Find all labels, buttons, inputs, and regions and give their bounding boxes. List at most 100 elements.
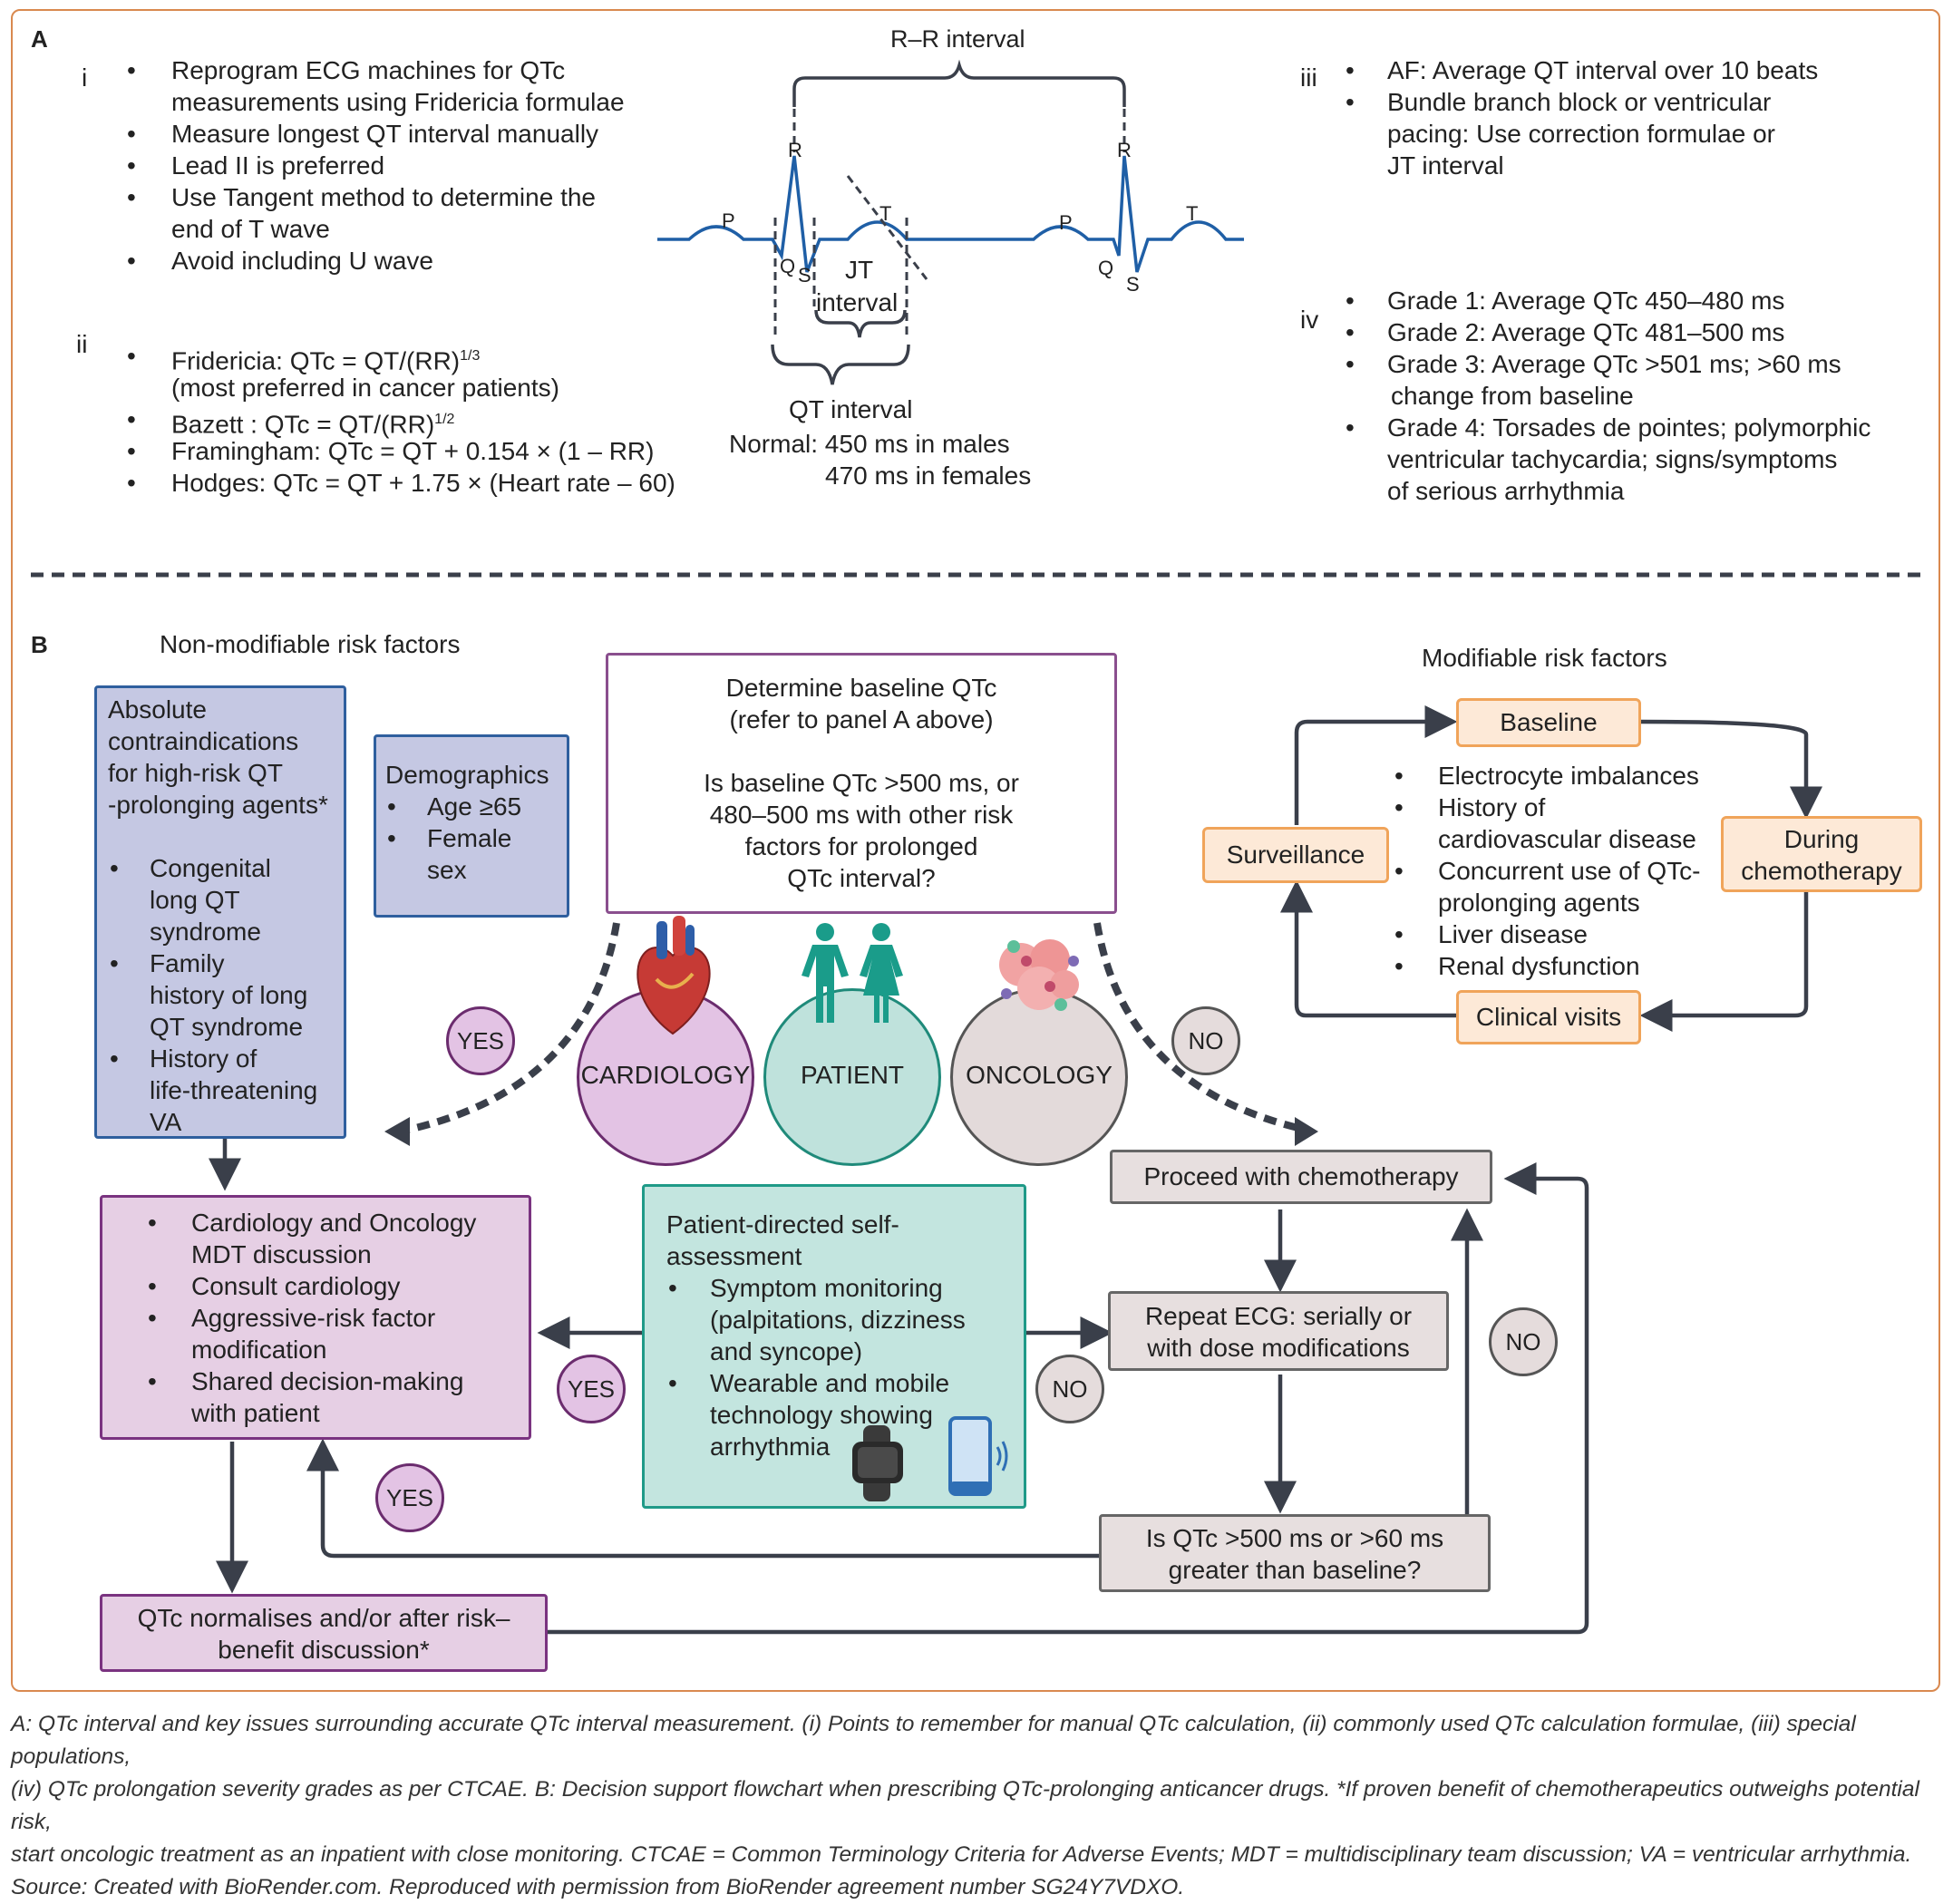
patient-circle: PATIENT bbox=[763, 988, 941, 1166]
section-ii-numeral: ii bbox=[76, 330, 88, 358]
risk-bullet: • bbox=[1394, 920, 1404, 948]
oncology-circle: ONCOLOGY bbox=[950, 988, 1128, 1166]
risk-item: History of bbox=[1438, 793, 1546, 821]
section-ii-bullet: • bbox=[127, 437, 136, 465]
risk-bullet: • bbox=[1394, 952, 1404, 980]
grade-3: Grade 3: Average QTc >501 ms; >60 ms bbox=[1387, 350, 1841, 378]
cycle-during-chemotherapy: During chemotherapy bbox=[1721, 816, 1922, 892]
grade-1: Grade 1: Average QTc 450–480 ms bbox=[1387, 287, 1785, 315]
grade-4: Grade 4: Torsades de pointes; polymorphi… bbox=[1387, 413, 1871, 442]
contraindication-item: • Congenital long QT syndrome bbox=[110, 854, 271, 946]
risk-item: Concurrent use of QTc- bbox=[1438, 857, 1701, 885]
grade-4: of serious arrhythmia bbox=[1387, 477, 1625, 505]
repeat-ecg-box: Repeat ECG: serially or with dose modifi… bbox=[1108, 1291, 1449, 1371]
section-i-item: Avoid including U wave bbox=[171, 247, 433, 275]
fridericia-formula: Fridericia: QTc = QT/(RR)1/3 bbox=[171, 346, 481, 375]
hodges-formula: Hodges: QTc = QT + 1.75 × (Heart rate – … bbox=[171, 469, 675, 497]
bazett-formula: Bazett : QTc = QT/(RR)1/2 bbox=[171, 410, 455, 439]
yes-badge: YES bbox=[557, 1355, 626, 1423]
section-iv-numeral: iv bbox=[1300, 306, 1319, 334]
qt-bracket bbox=[771, 344, 910, 385]
qt-normal-females: 470 ms in females bbox=[825, 461, 1032, 490]
ecg-label-t2: T bbox=[1186, 202, 1199, 225]
rr-bracket bbox=[792, 59, 1126, 107]
qt-interval-label: QT interval bbox=[789, 395, 913, 423]
section-iii-item: AF: Average QT interval over 10 beats bbox=[1387, 56, 1819, 84]
cancer-cells-icon bbox=[999, 939, 1079, 1011]
risk-item: Liver disease bbox=[1438, 920, 1588, 948]
qtc-normalises-box: QTc normalises and/or after risk– benefi… bbox=[100, 1594, 548, 1672]
section-iii-item: pacing: Use correction formulae or bbox=[1387, 120, 1775, 148]
no-badge: NO bbox=[1171, 1006, 1240, 1075]
panel-b-label: B bbox=[31, 631, 48, 658]
smartphone-icon bbox=[948, 1416, 1008, 1496]
mdt-item: • Consult cardiology bbox=[148, 1272, 401, 1300]
mdt-item: • Shared decision-making with patient bbox=[148, 1367, 464, 1427]
figure: A i • Reprogram ECG machines for QTc mea… bbox=[11, 9, 1940, 1899]
arrow-surveillance-to-baseline bbox=[1294, 705, 1458, 825]
dashed-arrow-yes-head bbox=[384, 1117, 410, 1146]
rr-interval-label: R–R interval bbox=[890, 25, 1025, 53]
baseline-qtc-box: Determine baseline QTc (refer to panel A… bbox=[606, 653, 1117, 914]
section-iii-item: JT interval bbox=[1387, 151, 1504, 180]
mdt-item: • Cardiology and Oncology MDT discussion bbox=[148, 1209, 477, 1268]
section-ii-bullet: • bbox=[127, 342, 136, 370]
cycle-surveillance: Surveillance bbox=[1202, 827, 1389, 883]
qt-normal-males: Normal: 450 ms in males bbox=[729, 430, 1010, 458]
jt-label-interval: interval bbox=[816, 288, 899, 316]
figure-caption: A: QTc interval and key issues surroundi… bbox=[11, 1712, 1919, 1899]
self-assessment-title: Patient-directed self- assessment bbox=[666, 1210, 899, 1270]
demographics-item: • Female sex bbox=[387, 824, 512, 884]
ecg-label-r2: R bbox=[1117, 139, 1132, 161]
ecg-label-p1: P bbox=[722, 209, 735, 232]
cycle-baseline: Baseline bbox=[1456, 698, 1641, 747]
ecg-trace bbox=[657, 155, 1244, 273]
cycle-clinical-visits: Clinical visits bbox=[1456, 990, 1641, 1044]
section-iii-numeral: iii bbox=[1300, 63, 1317, 92]
ecg-label-q1: Q bbox=[780, 255, 796, 277]
section-i-item: measurements using Fridericia formulae bbox=[171, 88, 625, 116]
section-iv-bullet: • bbox=[1346, 318, 1355, 346]
arrow-baseline-to-during bbox=[1638, 719, 1822, 820]
grade-3: change from baseline bbox=[1391, 382, 1634, 410]
framingham-formula: Framingham: QTc = QT + 0.154 × (1 – RR) bbox=[171, 437, 655, 465]
ecg-diagram bbox=[657, 59, 1244, 385]
ecg-label-s2: S bbox=[1126, 273, 1140, 296]
section-i-bullet: • bbox=[127, 247, 136, 275]
risk-bullet: • bbox=[1394, 762, 1404, 790]
arrow-question-to-mdt bbox=[306, 1438, 1101, 1559]
figure-frame bbox=[11, 9, 1940, 1692]
smartwatch-icon bbox=[852, 1425, 903, 1501]
section-i-item: Reprogram ECG machines for QTc bbox=[171, 56, 566, 84]
dashed-arrow-no-head bbox=[1295, 1117, 1318, 1146]
ecg-label-s1: S bbox=[798, 264, 811, 287]
section-i-item: Lead II is preferred bbox=[171, 151, 385, 180]
ecg-label-p2: P bbox=[1059, 211, 1073, 234]
heart-icon bbox=[636, 916, 711, 1035]
jt-bracket bbox=[814, 309, 907, 338]
modifiable-title: Modifiable risk factors bbox=[1422, 644, 1667, 672]
qtc-question-box: Is QTc >500 ms or >60 ms greater than ba… bbox=[1099, 1514, 1491, 1592]
demographics-title: Demographics bbox=[385, 761, 549, 789]
baseline-qtc-text: Determine baseline QTc (refer to panel A… bbox=[704, 674, 1019, 892]
tangent-line bbox=[846, 175, 928, 280]
risk-bullet: • bbox=[1394, 857, 1404, 885]
self-assessment-item: • Wearable and mobile technology showing… bbox=[668, 1369, 950, 1461]
contraindication-item: • History of life-threatening VA bbox=[110, 1044, 318, 1136]
panel-divider bbox=[31, 572, 1924, 578]
section-i-bullet: • bbox=[127, 56, 136, 84]
section-iv-bullet: • bbox=[1346, 413, 1355, 442]
section-iv-bullet: • bbox=[1346, 350, 1355, 378]
demographics-item: •Age ≥65 bbox=[387, 792, 522, 821]
non-modifiable-title: Non-modifiable risk factors bbox=[160, 630, 461, 658]
section-iv-bullet: • bbox=[1346, 287, 1355, 315]
self-assessment-item: • Symptom monitoring (palpitations, dizz… bbox=[668, 1274, 966, 1365]
section-i-numeral: i bbox=[82, 63, 88, 92]
risk-item: cardiovascular disease bbox=[1438, 825, 1696, 853]
demographics-box: Demographics •Age ≥65 • Female sex bbox=[374, 734, 569, 918]
mdt-item: • Aggressive-risk factor modification bbox=[148, 1304, 436, 1364]
risk-item: Electrocyte imbalances bbox=[1438, 762, 1699, 790]
arrow-visits-to-surveillance bbox=[1280, 879, 1458, 1018]
self-assessment-box: Patient-directed self- assessment • Symp… bbox=[642, 1184, 1026, 1509]
section-ii-bullet: • bbox=[127, 469, 136, 497]
